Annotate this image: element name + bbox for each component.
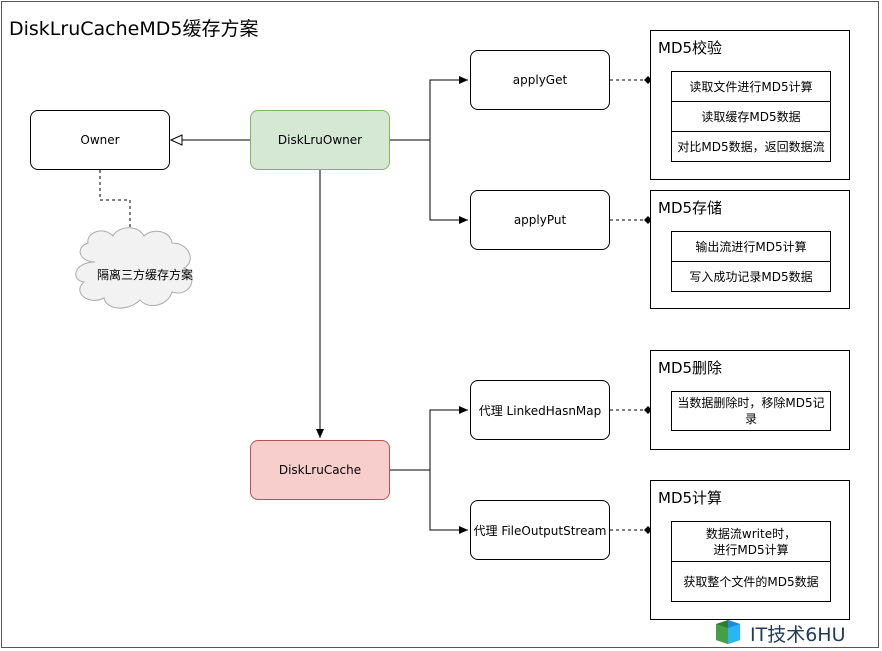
md5-store-group: MD5存储 输出流进行MD5计算 写入成功记录MD5数据 — [650, 190, 850, 309]
md5-delete-group: MD5删除 当数据删除时，移除MD5记录 — [650, 350, 850, 450]
diagram-title: DiskLruCacheMD5缓存方案 — [9, 18, 259, 40]
disk-lru-cache-node: DiskLruCache — [250, 440, 390, 500]
md5-compute-item-2: 获取整个文件的MD5数据 — [671, 561, 831, 602]
edge-owner-to-cloud — [99, 170, 131, 232]
cloud-shape — [75, 227, 193, 309]
edge-owner-to-applyput — [429, 140, 468, 224]
md5-compute-title: MD5计算 — [658, 489, 723, 507]
md5-delete-title: MD5删除 — [658, 359, 723, 377]
md5-store-item-1: 输出流进行MD5计算 — [671, 231, 831, 262]
watermark-logo-icon — [716, 620, 740, 644]
proxy-map-node: 代理 LinkedHasnMap — [470, 380, 610, 440]
owner-node: Owner — [30, 110, 170, 170]
md5-verify-group: MD5校验 读取文件进行MD5计算 读取缓存MD5数据 对比MD5数据，返回数据… — [650, 30, 850, 180]
edge-owner-arrowhead — [169, 134, 183, 146]
watermark: IT技术6HU — [744, 620, 846, 647]
md5-delete-item-1: 当数据删除时，移除MD5记录 — [671, 391, 831, 431]
edge-cache-to-map — [390, 406, 468, 471]
md5-store-item-2: 写入成功记录MD5数据 — [671, 261, 831, 292]
proxy-stream-node: 代理 FileOutputStream — [470, 500, 610, 560]
edge-owner-to-applyget — [390, 76, 468, 141]
apply-get-node: applyGet — [470, 50, 610, 110]
watermark-text: IT技术6HU — [750, 624, 846, 646]
apply-put-node: applyPut — [470, 190, 610, 250]
md5-verify-item-3: 对比MD5数据，返回数据流 — [671, 131, 831, 162]
cloud-label: 隔离三方缓存方案 — [96, 268, 193, 282]
md5-verify-item-2: 读取缓存MD5数据 — [671, 101, 831, 132]
md5-verify-title: MD5校验 — [658, 39, 723, 57]
edge-cache-to-stream — [429, 470, 468, 534]
md5-verify-item-1: 读取文件进行MD5计算 — [671, 71, 831, 102]
md5-compute-item-1: 数据流write时， 进行MD5计算 — [671, 521, 831, 562]
disk-lru-owner-node: DiskLruOwner — [250, 110, 390, 170]
md5-compute-group: MD5计算 数据流write时， 进行MD5计算 获取整个文件的MD5数据 — [650, 480, 850, 620]
md5-store-title: MD5存储 — [658, 199, 723, 217]
